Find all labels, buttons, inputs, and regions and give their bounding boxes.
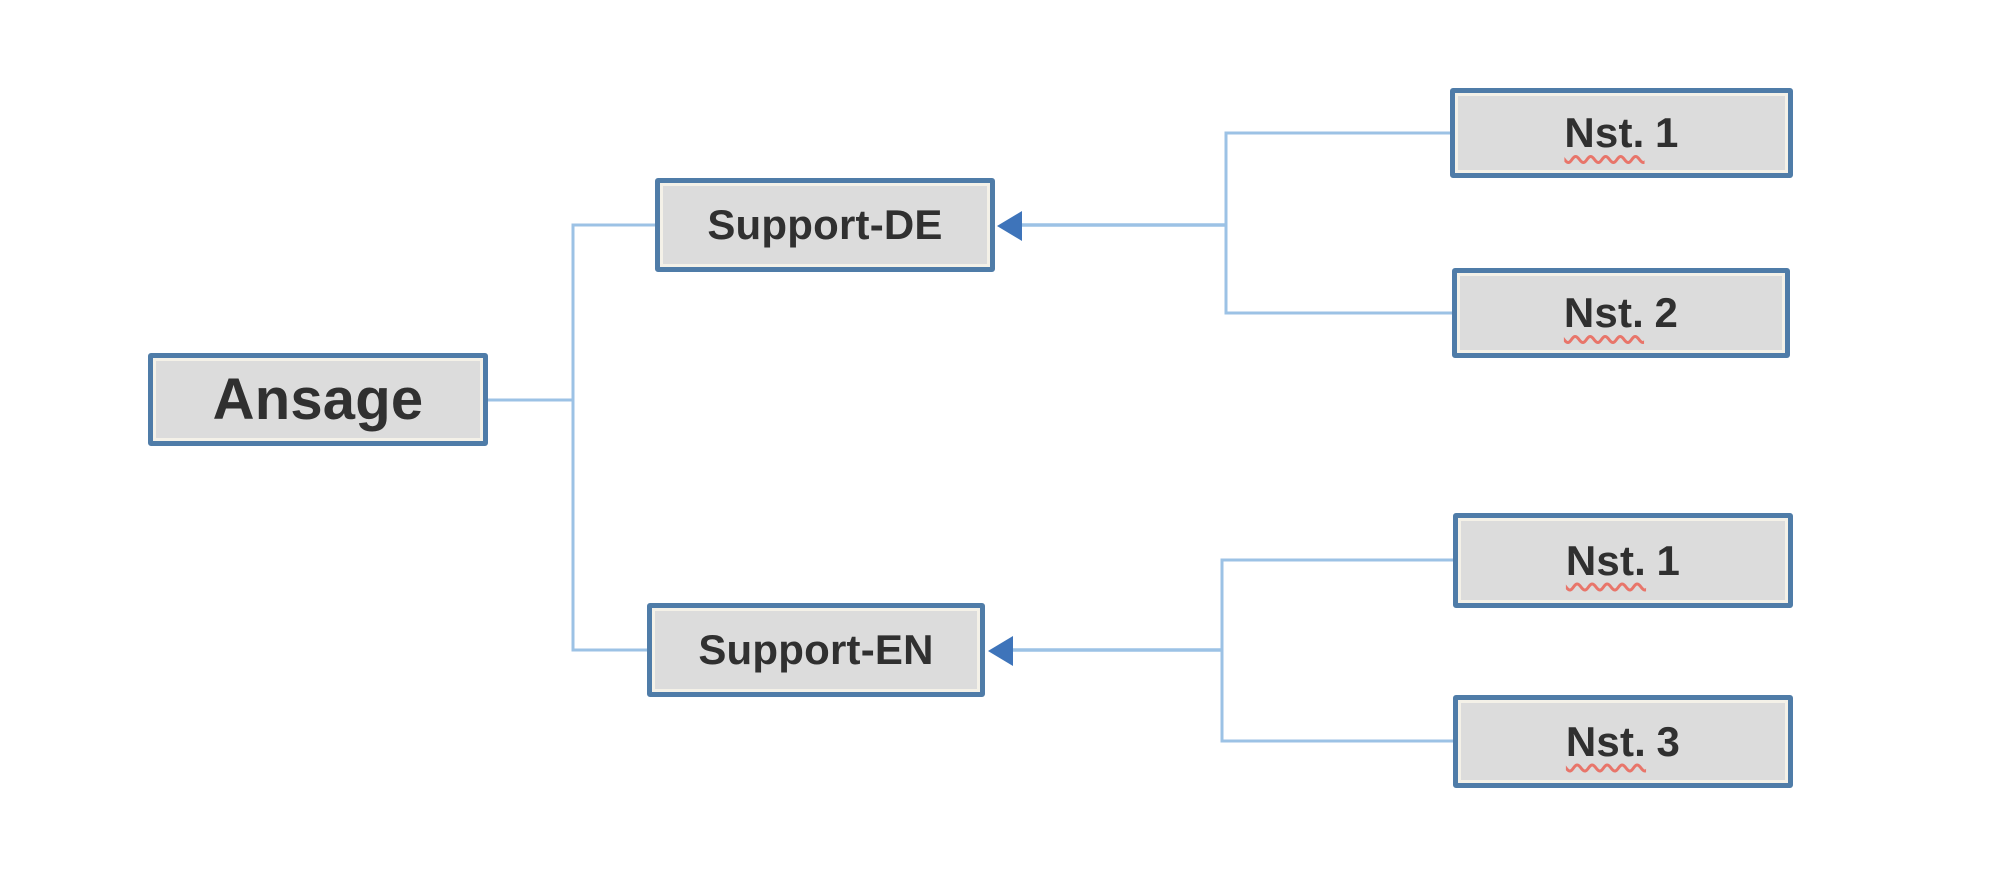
- edge-de-children-bracket: [1224, 131, 1452, 315]
- node-support-en[interactable]: Support-EN: [647, 603, 985, 697]
- node-ansage-label: Ansage: [212, 367, 424, 432]
- edge-en-children-bracket: [1220, 558, 1453, 743]
- node-nst-2-de-number: 2: [1654, 289, 1679, 336]
- node-support-en-label: Support-EN: [698, 626, 934, 673]
- node-nst-1-en[interactable]: Nst. 1: [1453, 513, 1793, 608]
- arrowhead-support-de-icon: [997, 211, 1022, 241]
- node-nst-1-de-number: 1: [1655, 109, 1679, 156]
- node-ansage[interactable]: Ansage: [148, 353, 488, 446]
- node-support-de-label: Support-DE: [707, 201, 943, 248]
- node-nst-2-de-prefix: Nst.: [1563, 289, 1645, 336]
- node-support-de[interactable]: Support-DE: [655, 178, 995, 272]
- edge-root-to-supports: [488, 223, 655, 652]
- arrowhead-support-en-icon: [988, 636, 1013, 666]
- node-nst-3-en-number: 3: [1656, 717, 1681, 765]
- node-nst-2-de[interactable]: Nst. 2: [1452, 268, 1790, 358]
- node-nst-1-en-prefix: Nst.: [1565, 536, 1647, 584]
- node-nst-1-de-prefix: Nst.: [1564, 109, 1645, 156]
- node-nst-3-en[interactable]: Nst. 3: [1453, 695, 1793, 788]
- node-nst-3-en-prefix: Nst.: [1565, 717, 1647, 765]
- node-nst-1-en-number: 1: [1656, 536, 1681, 584]
- node-nst-1-de[interactable]: Nst. 1: [1450, 88, 1793, 178]
